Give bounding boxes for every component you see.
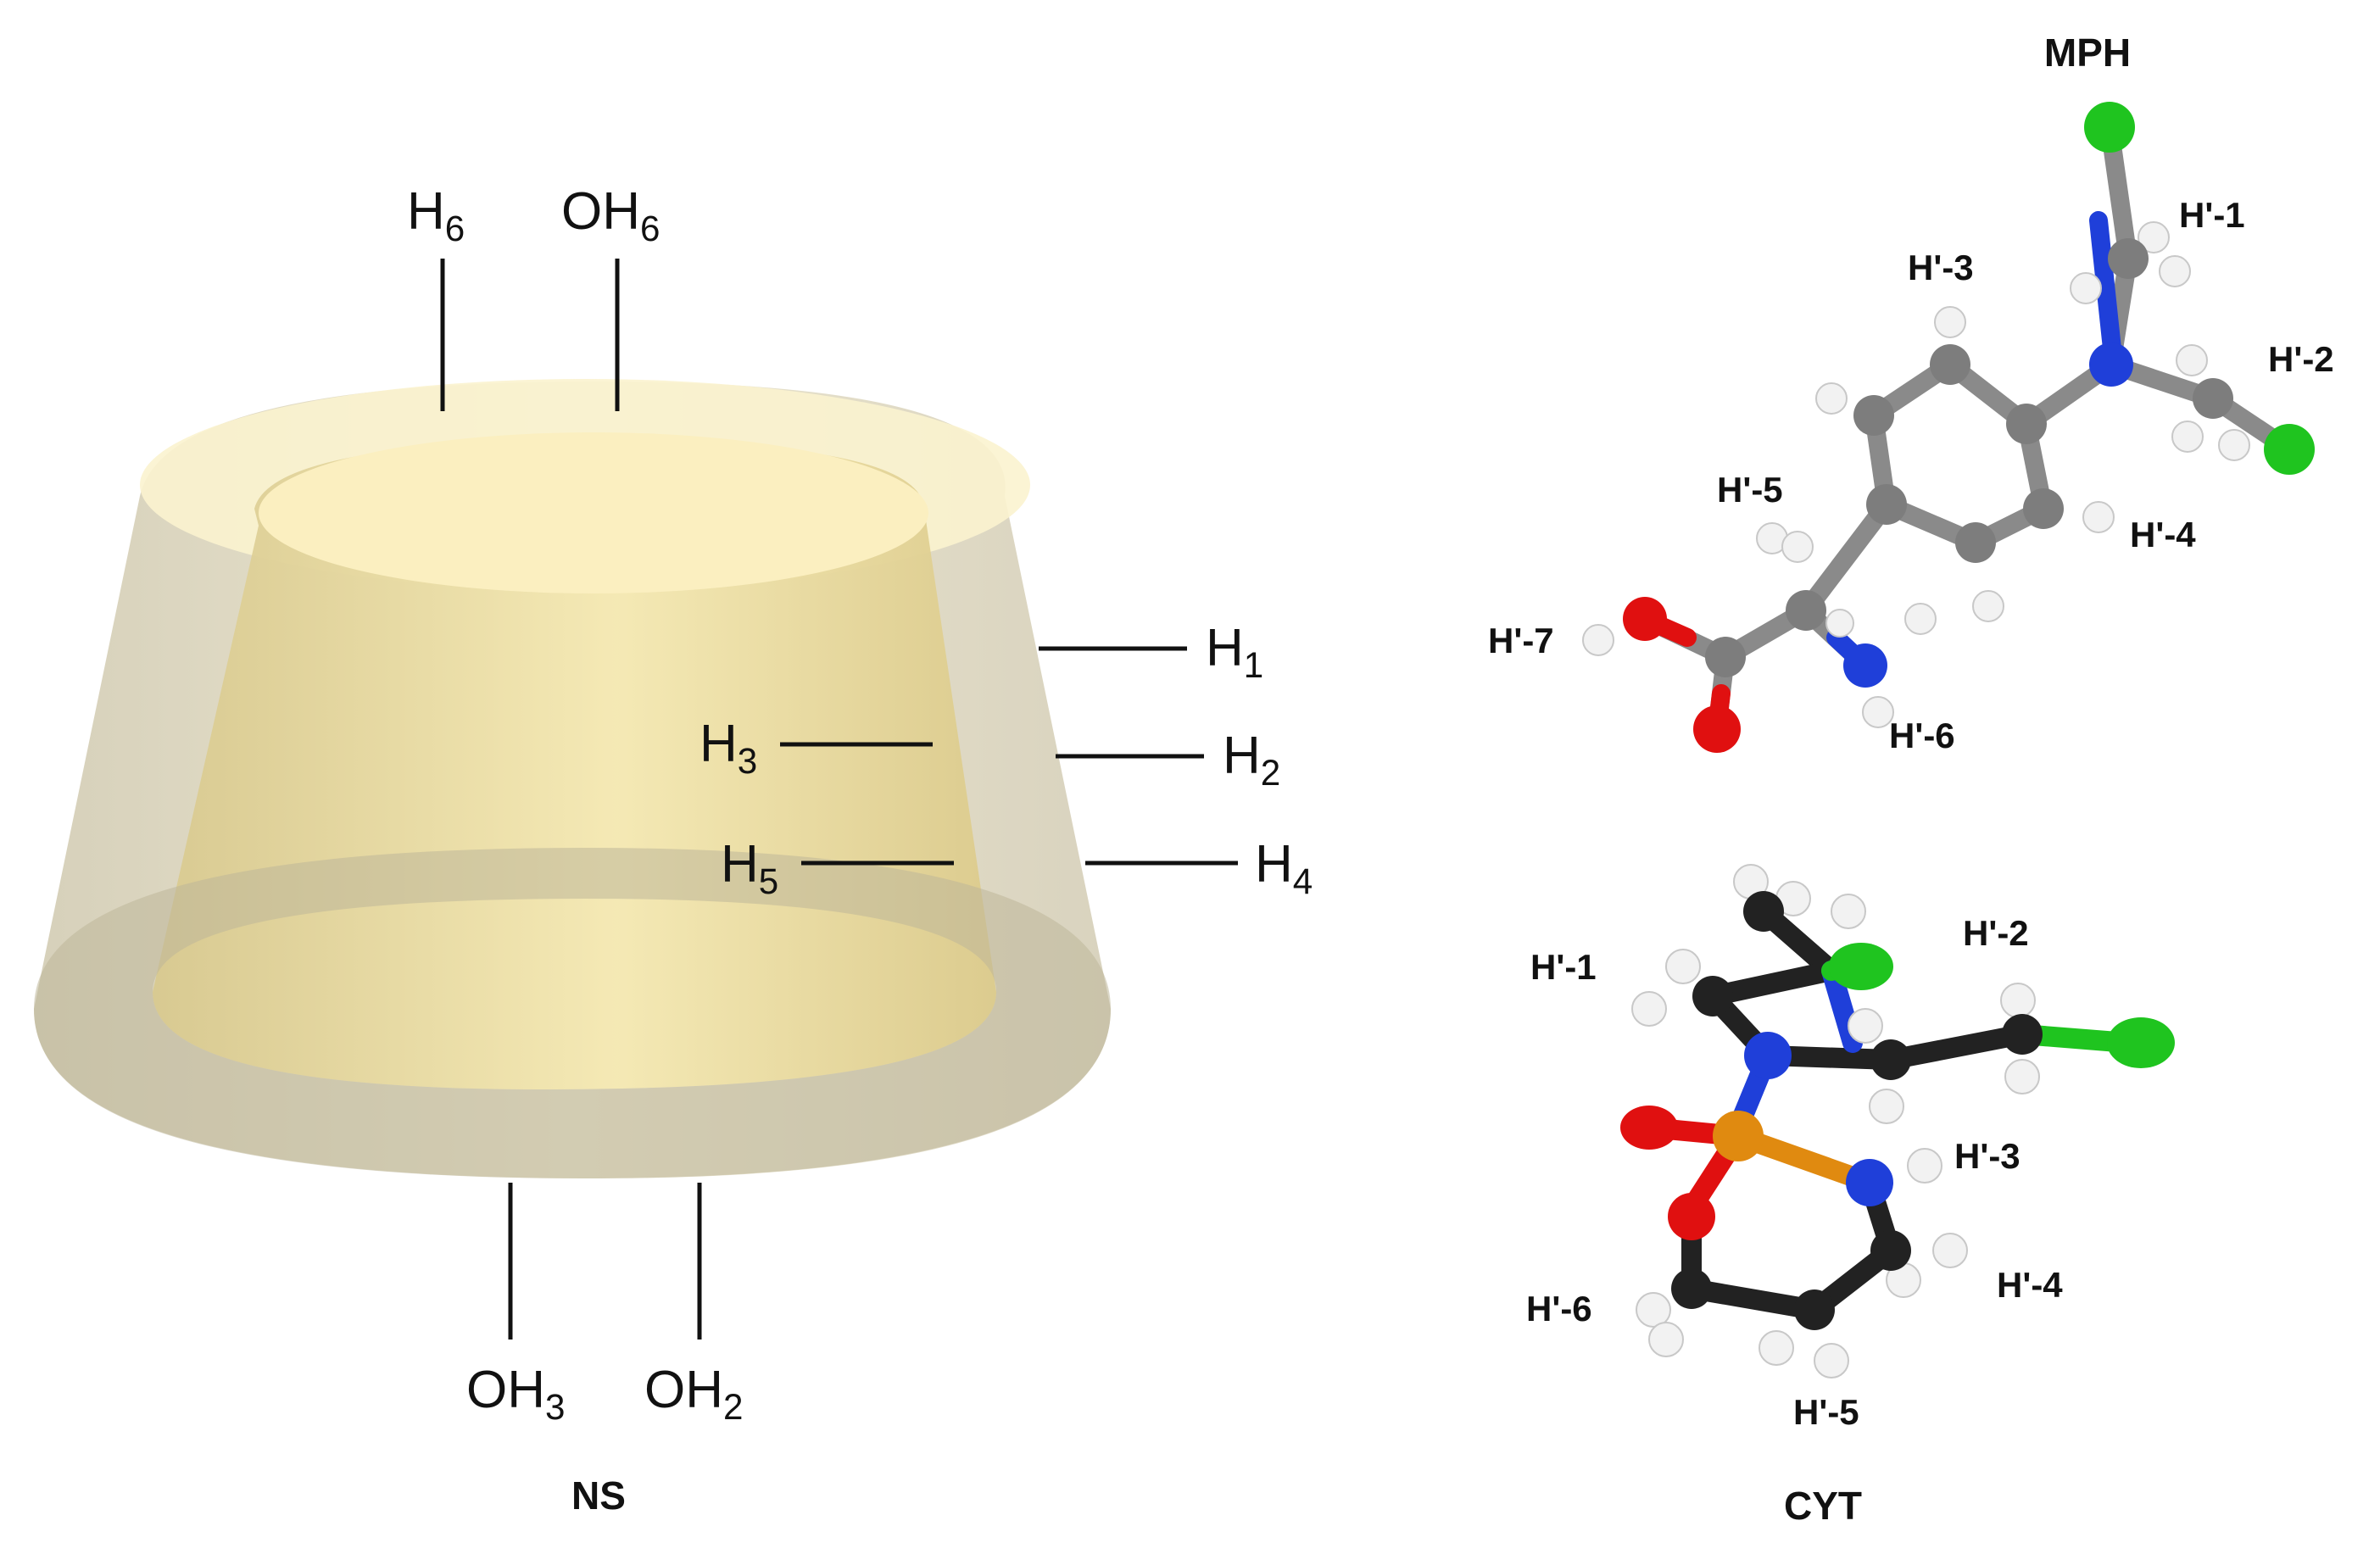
cyt-title: CYT <box>1784 1484 1862 1528</box>
mph-label-h2: H'-2 <box>2268 339 2334 379</box>
mph-label-h6: H'-6 <box>1889 716 1955 755</box>
ns-inner-core <box>153 441 996 1089</box>
mph-label-h5: H'-5 <box>1717 470 1783 510</box>
ns-label-oh2: OH2 <box>644 1361 743 1427</box>
ns-label-h6: H6 <box>407 182 465 248</box>
cyt-label-h6: H'-6 <box>1526 1289 1592 1328</box>
ns-label-h5: H5 <box>721 835 778 901</box>
mph-hydrogens <box>1582 221 2250 728</box>
ns-label-h1: H1 <box>1206 619 1263 685</box>
cyt-label-h1: H'-1 <box>1530 947 1597 987</box>
mph-label-h3: H'-3 <box>1908 248 1974 287</box>
cyt-label-h2: H'-2 <box>1963 913 2029 953</box>
mph-label-h4: H'-4 <box>2130 515 2196 554</box>
ns-label-h2: H2 <box>1223 727 1280 793</box>
cyt-molecule <box>1620 864 2175 1379</box>
mph-molecule <box>1582 102 2315 753</box>
mph-label-h7: H'-7 <box>1488 621 1554 660</box>
ns-inner-top <box>259 432 928 593</box>
ns-label-oh6: OH6 <box>561 182 660 248</box>
ns-title: NS <box>571 1473 626 1518</box>
ns-leader-lines <box>440 259 1238 1340</box>
cyt-heavy-atoms <box>1620 891 2175 1330</box>
cyt-label-h4: H'-4 <box>1997 1265 2063 1305</box>
ns-label-h3: H3 <box>700 715 757 781</box>
mph-heavy-atoms <box>1623 102 2315 753</box>
ns-cone <box>34 379 1111 1178</box>
ns-label-h4: H4 <box>1255 835 1313 901</box>
cyt-hydrogens <box>1631 864 2040 1379</box>
mph-title: MPH <box>2044 31 2131 75</box>
ns-label-oh3: OH3 <box>466 1361 565 1427</box>
ns-bottom-rim <box>34 848 1111 1178</box>
cyt-label-h5: H'-5 <box>1793 1392 1859 1432</box>
cyt-label-h3: H'-3 <box>1954 1136 2020 1176</box>
mph-label-h1: H'-1 <box>2179 195 2245 235</box>
